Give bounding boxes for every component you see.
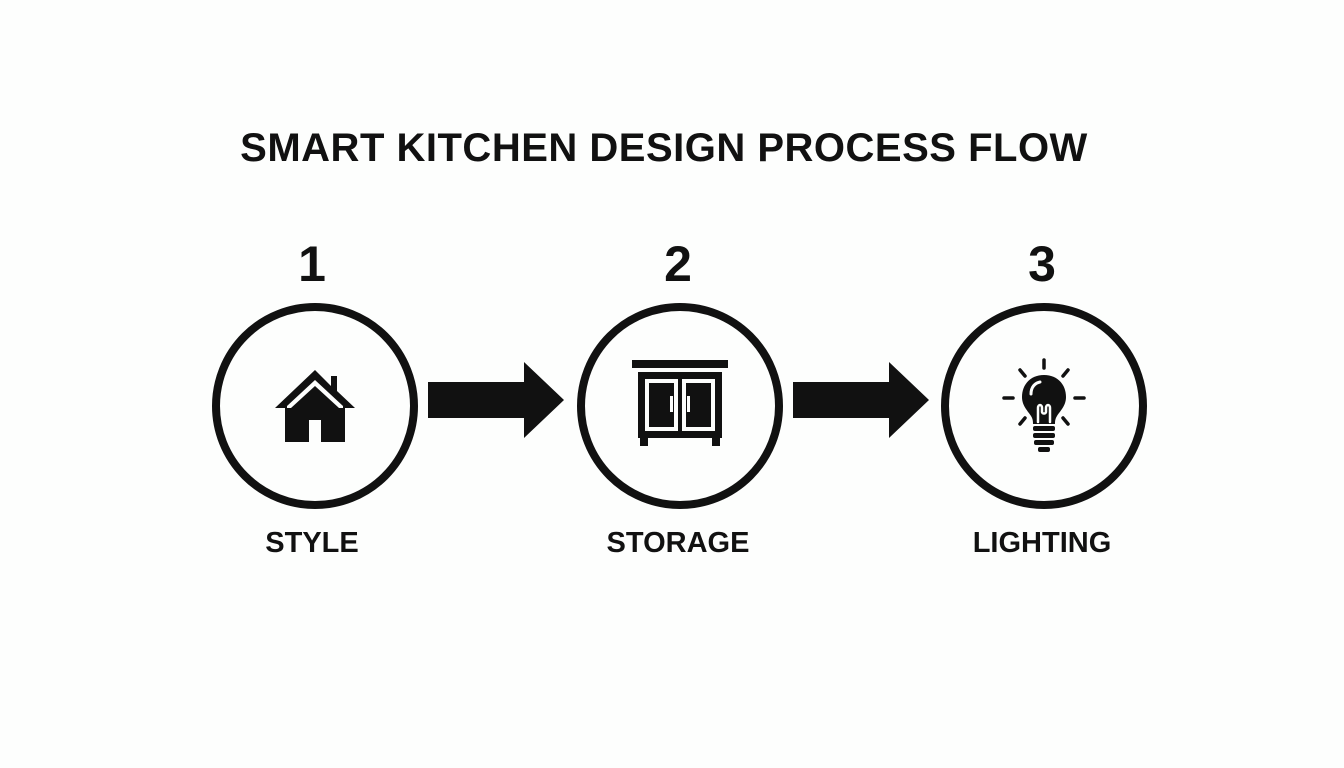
step-3-circle <box>941 303 1147 509</box>
step-3-label: LIGHTING <box>972 527 1112 559</box>
flow-arrow-1 <box>428 362 564 443</box>
house-icon <box>273 366 357 446</box>
step-2-circle <box>577 303 783 509</box>
lightbulb-icon <box>1002 358 1086 454</box>
step-1-circle <box>212 303 418 509</box>
step-1-number: 1 <box>298 236 326 292</box>
step-2-label: STORAGE <box>606 527 750 559</box>
cabinet-icon <box>632 360 728 452</box>
flow-arrow-2 <box>793 362 929 443</box>
step-2-number: 2 <box>664 236 692 292</box>
step-1-label: STYLE <box>265 527 359 559</box>
step-3-number: 3 <box>1028 236 1056 292</box>
diagram-title: SMART KITCHEN DESIGN PROCESS FLOW <box>240 126 1088 170</box>
